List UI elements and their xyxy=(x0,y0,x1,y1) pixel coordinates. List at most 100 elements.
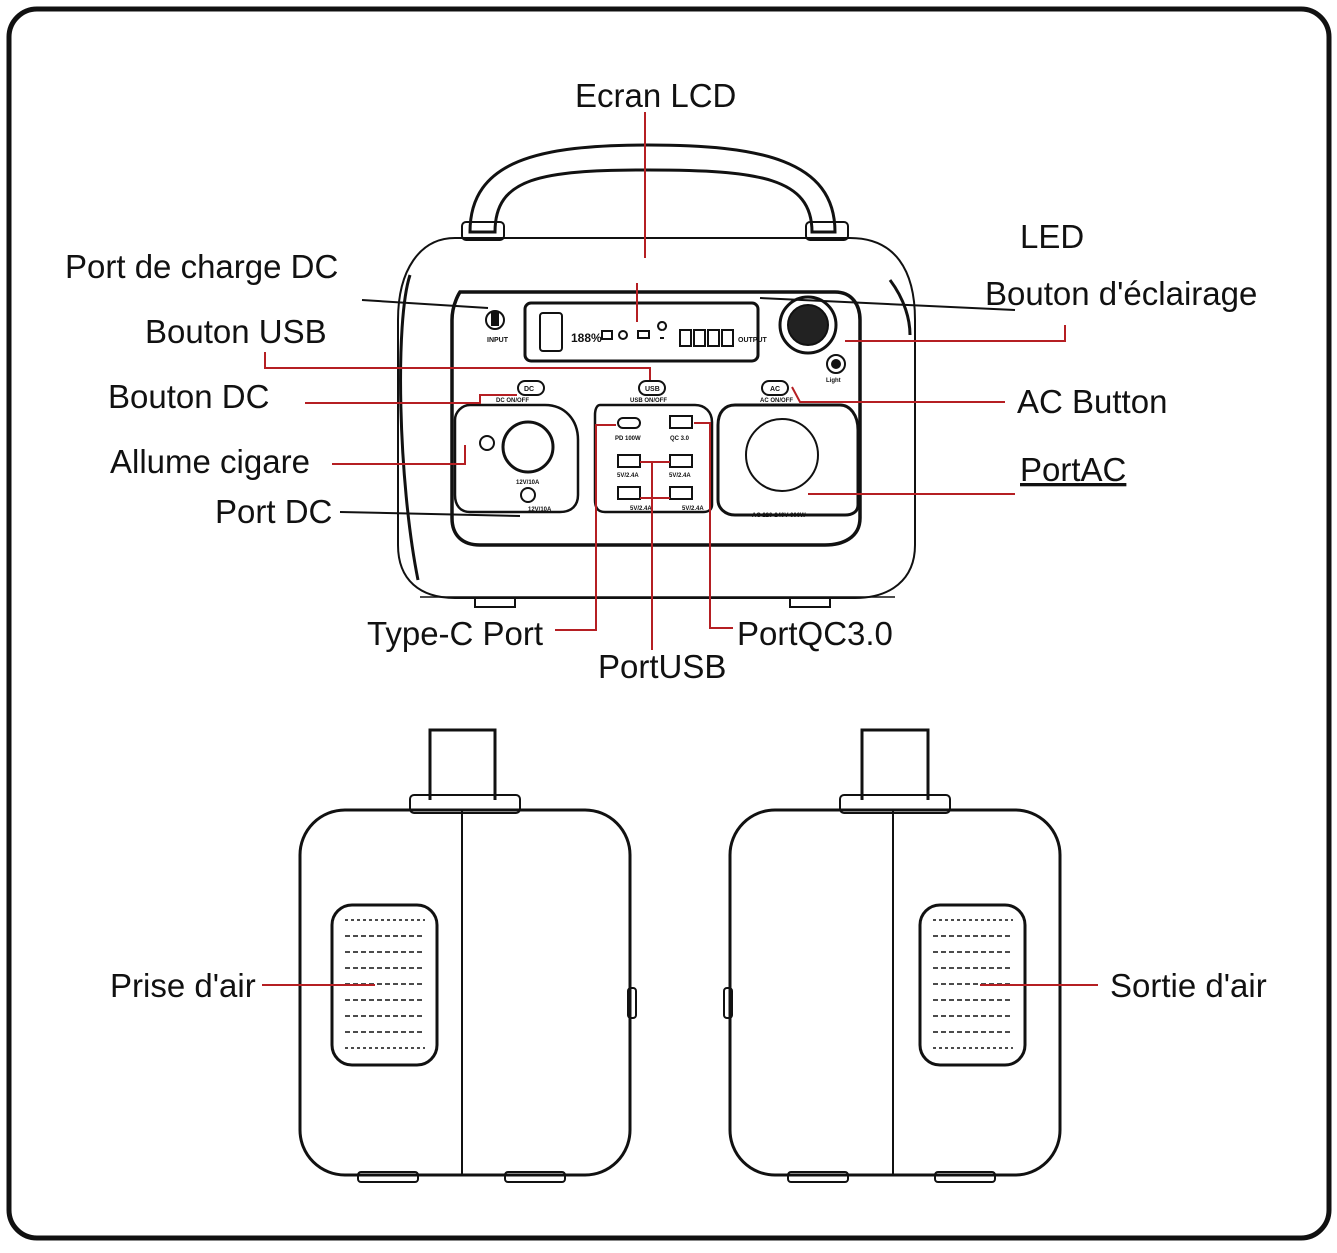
handle xyxy=(468,143,837,234)
usb-socket-3 xyxy=(617,486,641,500)
leader-light xyxy=(845,325,1066,342)
usb-section xyxy=(593,403,714,514)
side-left-knob xyxy=(627,987,637,1019)
lcd-digit-3 xyxy=(707,329,720,347)
ac-badge-text: AC xyxy=(770,386,780,393)
cigarette-lighter-socket xyxy=(501,420,555,474)
callout-light-button: Bouton d'éclairage xyxy=(985,275,1257,312)
callout-air-intake: Prise d'air xyxy=(110,967,256,1004)
outer-frame xyxy=(6,6,1332,1241)
side-left-foot-1 xyxy=(357,1171,419,1183)
type-c-socket xyxy=(617,417,641,429)
dc-rating-bottom: 12V/10A xyxy=(528,507,552,513)
side-right-handle-mount xyxy=(839,794,951,814)
usb-socket-1 xyxy=(617,454,641,468)
lcd-digit-1 xyxy=(679,329,692,347)
handle-mount-left xyxy=(461,221,505,241)
lcd-icon-dc xyxy=(618,330,628,340)
qc-label: QC 3.0 xyxy=(670,436,690,442)
ac-switch-label: AC ON/OFF xyxy=(760,398,793,404)
handle-mount-right xyxy=(805,221,849,241)
power-button-inner xyxy=(787,304,829,346)
leader-dc-port xyxy=(339,511,521,517)
callout-usb-button: Bouton USB xyxy=(145,313,327,350)
input-port-pin xyxy=(491,312,499,326)
ac-section xyxy=(716,403,860,517)
air-outlet-vents xyxy=(933,919,1013,1049)
leader-led xyxy=(759,297,1016,311)
callout-dc-port: Port DC xyxy=(215,493,332,530)
body-edge-left xyxy=(399,274,420,581)
foot-right xyxy=(789,598,831,608)
usb-socket-2 xyxy=(669,454,693,468)
ac-badge xyxy=(761,380,789,396)
leader-qc xyxy=(694,422,733,629)
leader-usb-button xyxy=(264,352,651,380)
lcd-battery xyxy=(539,312,563,352)
pd-label: PD 100W xyxy=(615,436,641,442)
callout-led: LED xyxy=(1020,218,1084,255)
dc-badge-text: DC xyxy=(524,386,534,393)
usb-badge-text: USB xyxy=(645,386,660,393)
usb-rating-4: 5V/2.4A xyxy=(682,506,704,512)
callout-qc-port: PortQC3.0 xyxy=(737,615,893,652)
dc-rating-top: 12V/10A xyxy=(516,480,540,486)
light-button xyxy=(826,354,846,374)
leader-dc-charge xyxy=(361,299,489,309)
qc-socket xyxy=(669,415,693,429)
callout-usb-port: PortUSB xyxy=(598,648,726,685)
body-edge-right xyxy=(888,279,912,336)
light-label: Light xyxy=(826,378,841,384)
side-left-handle xyxy=(428,728,497,800)
lcd-icon-car xyxy=(601,330,613,340)
callout-air-outlet: Sortie d'air xyxy=(1110,967,1267,1004)
side-right-body xyxy=(728,808,1062,1177)
side-right-handle xyxy=(860,728,930,800)
usb-switch-label: USB ON/OFF xyxy=(630,398,667,404)
callout-ac-button: AC Button xyxy=(1017,383,1167,420)
lcd-screen xyxy=(523,301,760,363)
leader-lines xyxy=(262,112,1098,986)
input-port xyxy=(485,310,505,330)
air-intake-vents xyxy=(345,919,425,1049)
light-button-core xyxy=(831,359,841,369)
side-left-foot-2 xyxy=(504,1171,566,1183)
dc-small-socket xyxy=(479,435,495,451)
lcd-digit-4 xyxy=(721,329,734,347)
leader-type-c xyxy=(555,424,616,631)
power-button xyxy=(778,295,838,355)
usb-badge xyxy=(638,380,666,396)
side-view-right xyxy=(723,728,1062,1183)
dc-section xyxy=(453,403,580,514)
device-body xyxy=(397,237,916,599)
side-view-left xyxy=(298,728,637,1183)
lcd-icon-usb xyxy=(637,330,650,339)
front-panel xyxy=(450,290,862,547)
leader-ac-button xyxy=(791,386,1005,403)
leader-dc-button xyxy=(305,394,517,404)
front-view xyxy=(397,143,916,608)
side-left-handle-mount xyxy=(409,794,521,814)
callouts: Ecran LCD LED Bouton d'éclairage Port de… xyxy=(65,77,1267,1004)
callout-ac-port: PortAC xyxy=(1020,451,1126,488)
usb-rating-1: 5V/2.4A xyxy=(617,473,639,479)
dc-port-socket xyxy=(520,487,536,503)
side-left-body xyxy=(298,808,632,1177)
callout-type-c-port: Type-C Port xyxy=(367,615,543,652)
ac-rating-label: AC 220-240V 600W xyxy=(752,513,806,519)
battery-readout: 188% xyxy=(571,331,602,345)
lcd-digit-2 xyxy=(693,329,706,347)
dc-switch-label: DC ON/OFF xyxy=(496,398,529,404)
usb-rating-2: 5V/2.4A xyxy=(669,473,691,479)
device-text: INPUT 188% OUTPUT DC DC ON/OFF USB USB O… xyxy=(487,331,841,519)
output-label: OUTPUT xyxy=(738,337,768,344)
usb-rating-3: 5V/2.4A xyxy=(630,506,652,512)
callout-dc-charge-port: Port de charge DC xyxy=(65,248,338,285)
callout-cigarette-lighter: Allume cigare xyxy=(110,443,310,480)
callout-dc-button: Bouton DC xyxy=(108,378,269,415)
ac-socket xyxy=(745,418,819,492)
side-right-foot-1 xyxy=(787,1171,849,1183)
usb-socket-4 xyxy=(669,486,693,500)
